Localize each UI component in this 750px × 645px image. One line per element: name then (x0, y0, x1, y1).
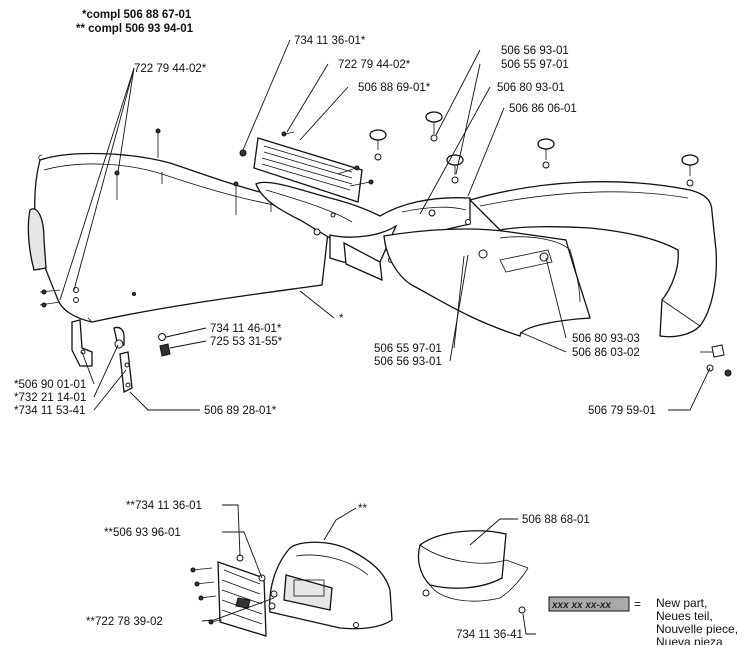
label-734-11-36-01: 734 11 36-01* (294, 35, 366, 47)
label-506-88-68-01: 506 88 68-01 (522, 514, 590, 526)
label-722-78-39-02: **722 78 39-02 (86, 616, 163, 628)
legend-swatch (548, 596, 630, 612)
label-734-11-46-01: 734 11 46-01* (210, 323, 282, 335)
leader-lines (59, 39, 711, 635)
header-compl-1: *compl 506 88 67-01 (82, 9, 192, 21)
label-506-56-93-01-mid: 506 56 93-01 (374, 356, 442, 368)
label-506-80-93-03: 506 80 93-03 (572, 333, 640, 345)
right-fender-body (468, 181, 725, 372)
label-506-89-28-01: 506 89 28-01* (204, 405, 277, 417)
legend-code: xxx xx xx-xx (551, 600, 611, 611)
label-722-79-44-02-b: 722 79 44-02* (338, 59, 411, 71)
legend-line-1: New part, (656, 596, 707, 610)
label-506-86-06-01: 506 86 06-01 (509, 103, 577, 115)
label-722-79-44-02-a: 722 79 44-02* (134, 63, 207, 75)
part-labels: 734 11 36-01* 722 79 44-02* 722 79 44-02… (14, 35, 656, 641)
legend: xxx xx xx-xx = New part, Neues teil, Nou… (548, 596, 738, 645)
mount-brackets (71, 319, 171, 394)
legend-equals: = (634, 597, 641, 611)
label-732-21-14-01: *732 21 14-01 (14, 392, 86, 404)
label-506-55-97-01-mid: 506 55 97-01 (374, 343, 442, 355)
label-double-star: ** (358, 503, 367, 515)
label-734-11-36-01-bottom: **734 11 36-01 (126, 500, 202, 512)
label-506-80-93-01: 506 80 93-01 (497, 82, 565, 94)
fender-screws (39, 128, 272, 308)
label-506-90-01-01: *506 90 01-01 (14, 379, 86, 391)
vent-grille (253, 131, 363, 203)
label-506-55-97-01-top: 506 55 97-01 (501, 59, 569, 71)
knobs (239, 111, 732, 377)
label-506-56-93-01-top: 506 56 93-01 (501, 45, 569, 57)
rear-cover-assembly (190, 541, 393, 637)
label-star: * (339, 313, 344, 325)
legend-line-4: Nueva pieza (656, 635, 723, 645)
label-506-93-96-01: **506 93 96-01 (104, 527, 181, 539)
legend-line-2: Neues teil, (656, 609, 713, 623)
cup-holder-part (417, 530, 529, 614)
storage-tray (383, 219, 591, 337)
label-734-11-36-41: 734 11 36-41 (456, 629, 523, 641)
header-compl-2: ** compl 506 93 94-01 (76, 23, 194, 35)
legend-line-3: Nouvelle piece, (656, 622, 738, 636)
left-fender-body (27, 152, 331, 323)
label-506-88-69-01: 506 88 69-01* (358, 82, 431, 94)
label-506-86-03-02: 506 86 03-02 (572, 347, 640, 359)
label-725-53-31-55: 725 53 31-55* (210, 336, 283, 348)
label-734-11-53-41: *734 11 53-41 (14, 405, 85, 417)
label-506-79-59-01: 506 79 59-01 (588, 405, 656, 417)
